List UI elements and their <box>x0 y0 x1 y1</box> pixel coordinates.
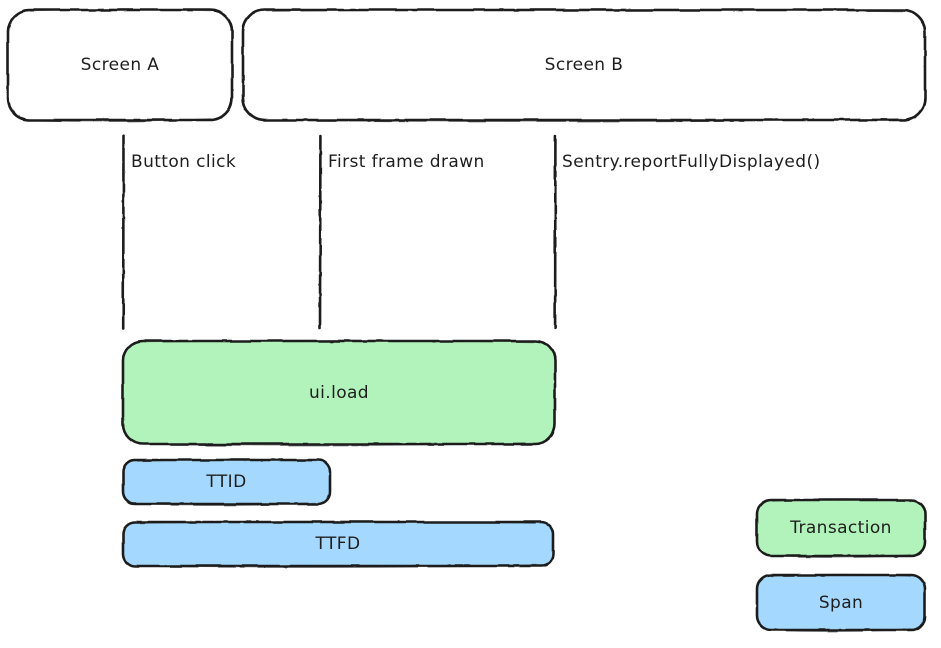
bar-ttfd-shape <box>121 520 555 568</box>
bar-label-ttid: TTID <box>206 472 247 492</box>
marker-label-report-fully-displayed: Sentry.reportFullyDisplayed() <box>562 152 821 172</box>
marker-label-first-frame-drawn: First frame drawn <box>328 152 485 172</box>
screen-b-label: Screen B <box>544 55 624 75</box>
bar-label-ui-load: ui.load <box>308 382 370 403</box>
legend-label-span: Span <box>818 592 864 613</box>
bar-ttid-shape <box>121 458 332 506</box>
legend-transaction-shape <box>755 498 927 558</box>
screen-b-shape <box>241 8 927 123</box>
marker-label-button-click: Button click <box>131 152 237 172</box>
bar-label-ttfd: TTFD <box>315 534 361 554</box>
screen-a-shape <box>6 8 234 123</box>
legend-label-transaction: Transaction <box>790 518 892 538</box>
screen-a-label: Screen A <box>80 55 160 75</box>
timeline-marker-lines <box>121 134 557 330</box>
legend-span-shape <box>755 573 927 632</box>
bar-ui-load-shape <box>121 339 557 446</box>
